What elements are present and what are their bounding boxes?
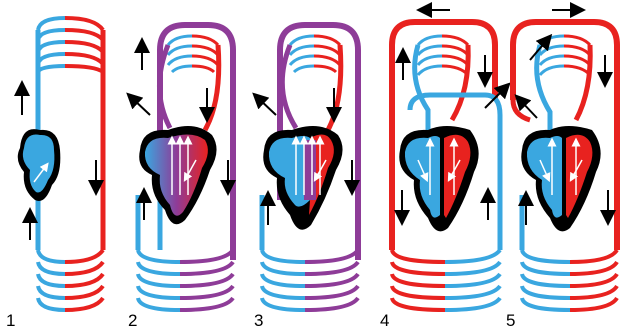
panel-5-heart (521, 126, 600, 231)
panel-2: 2 (128, 25, 233, 330)
panel-1-top-capillaries (38, 18, 103, 72)
panel-1-label: 1 (6, 311, 15, 330)
panel-3-lung-capillaries (290, 36, 340, 72)
panel-4-label: 4 (380, 311, 389, 330)
panel-4-lung-capillaries (418, 36, 468, 75)
panel-1: 1 (6, 18, 103, 330)
panel-1-heart (18, 129, 61, 201)
panel-3-arrow-diag (258, 98, 276, 115)
panel-2-lung-capillaries (168, 36, 218, 72)
panel-5-lung-capillaries (540, 36, 590, 75)
panel-4-heart (399, 126, 478, 231)
panel-2-bottom-capillaries (138, 250, 233, 310)
panel-5-label: 5 (506, 311, 515, 330)
panel-3-label: 3 (254, 311, 263, 330)
panel-5: 5 (506, 10, 617, 330)
panel-1-bottom-capillaries (38, 250, 103, 310)
panel-2-arrow-diag (132, 98, 150, 115)
panel-3-bottom-capillaries (262, 250, 358, 310)
panel-3: 3 (254, 25, 358, 330)
panel-5-bottom-capillaries (522, 250, 617, 310)
panel-3-heart (263, 126, 342, 230)
panel-2-heart (139, 126, 216, 224)
panel-2-label: 2 (128, 311, 137, 330)
panel-4: 4 (380, 10, 505, 330)
panel-4-bottom-capillaries (392, 250, 500, 310)
